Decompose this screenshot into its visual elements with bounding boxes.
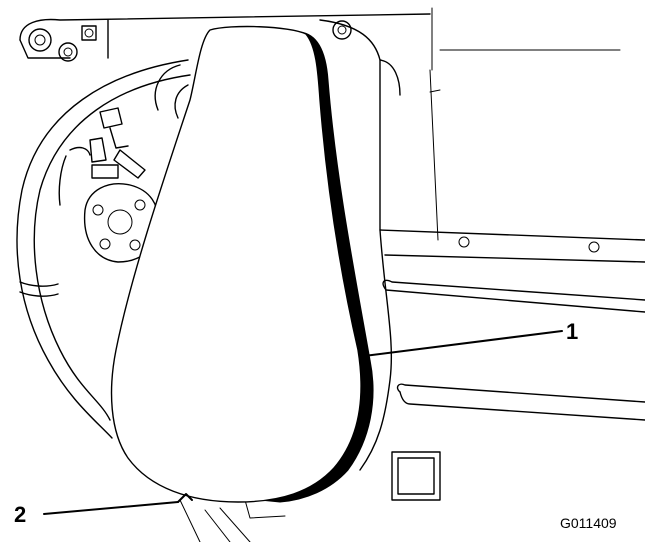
callout-2: 2 <box>14 493 193 527</box>
figure-id: G011409 <box>560 515 617 531</box>
pump-assembly <box>58 107 159 263</box>
callout-label-2: 2 <box>14 502 26 527</box>
leader-line-2 <box>43 501 179 515</box>
callout-label-1: 1 <box>566 319 578 344</box>
cover-shell <box>110 25 374 503</box>
cover-face <box>110 25 362 503</box>
leader-line-1 <box>363 330 563 357</box>
machine-frame <box>19 7 645 542</box>
callout-1: 1 <box>363 319 578 357</box>
leader-arrow-2 <box>177 493 193 503</box>
mounting-bracket <box>28 20 352 62</box>
hydraulic-hoses <box>16 59 191 439</box>
